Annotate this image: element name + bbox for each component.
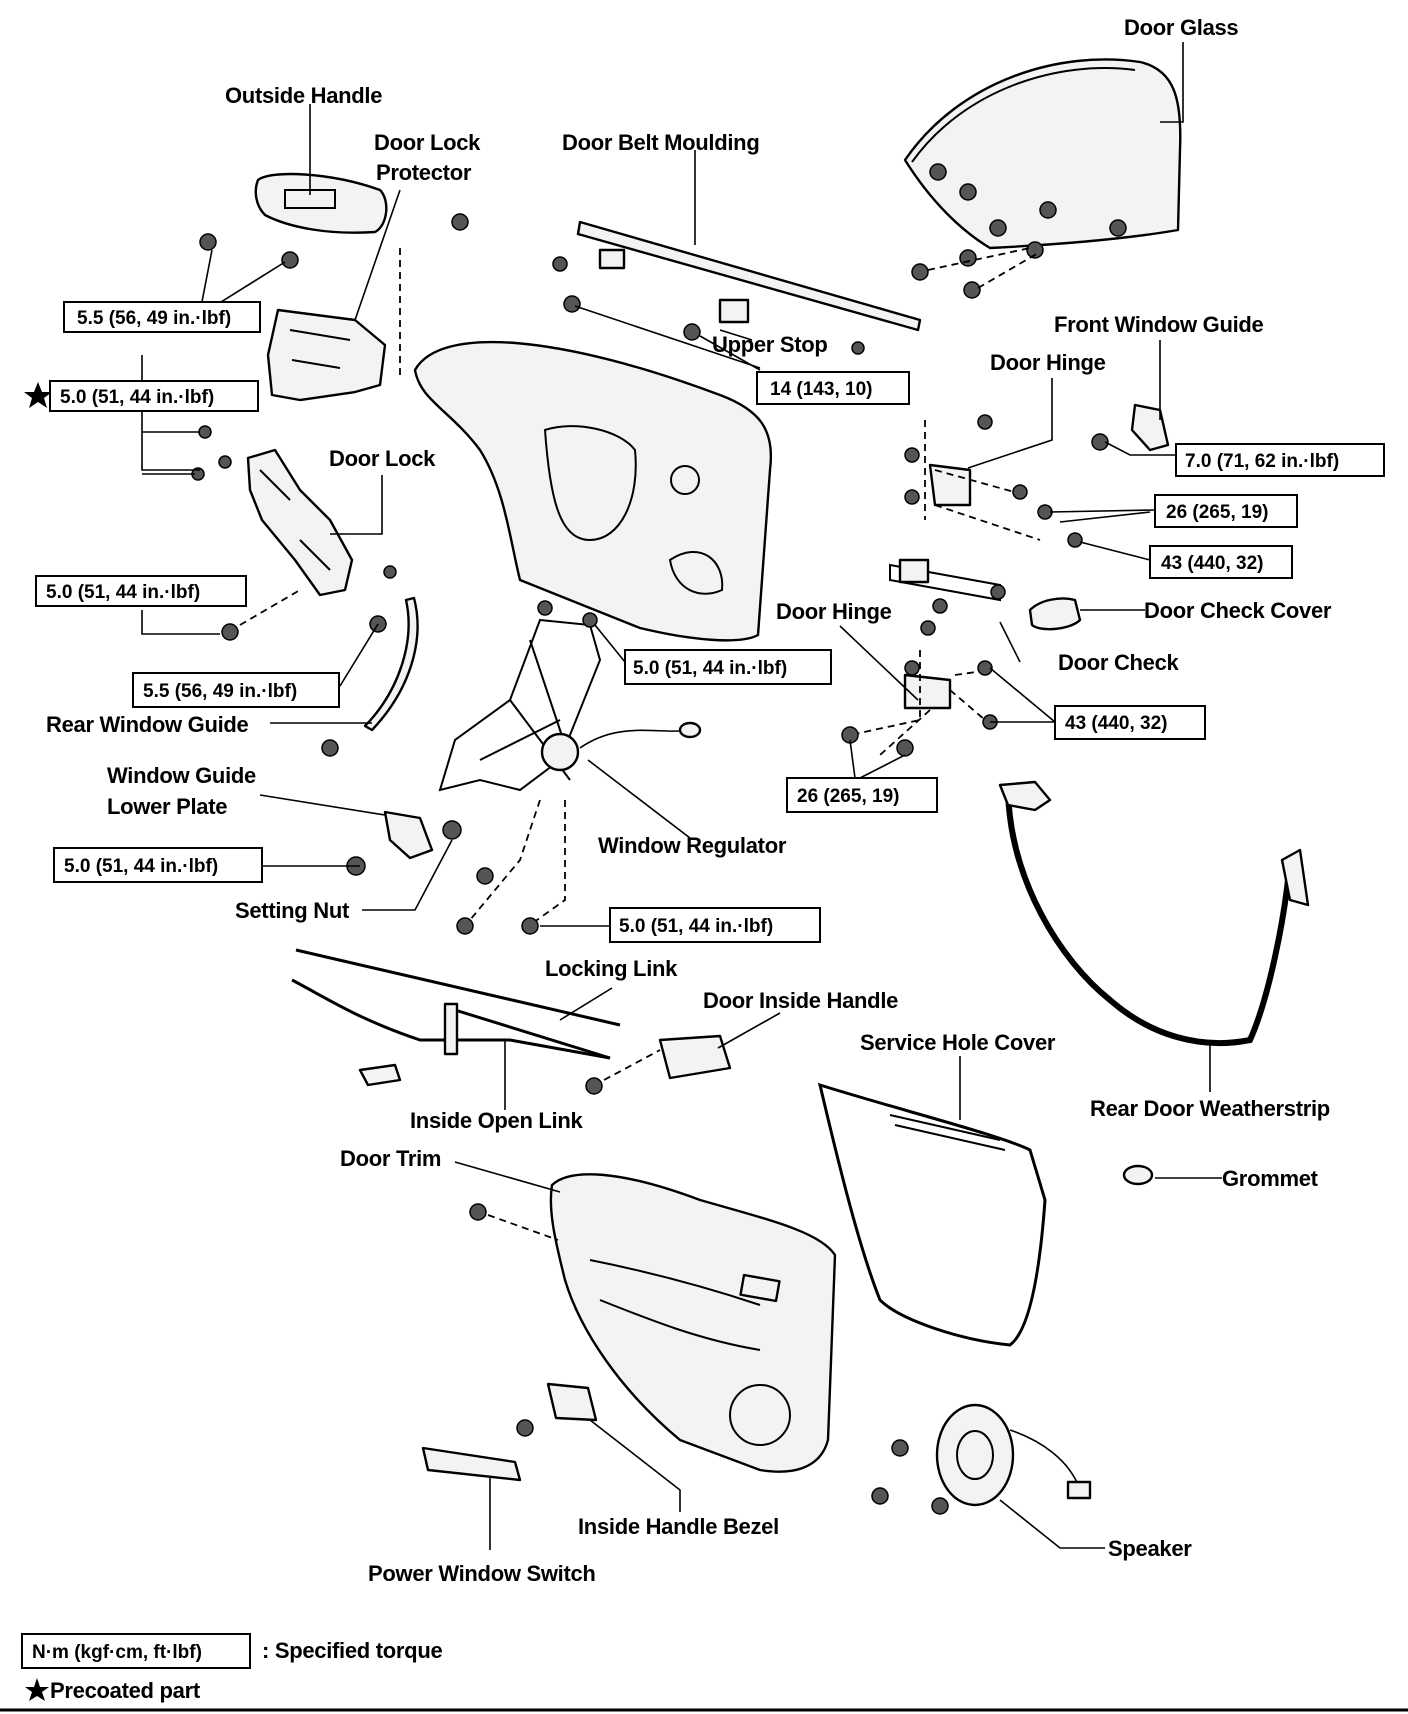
label-door-belt-moulding: Door Belt Moulding [562,130,759,155]
label-setting-nut: Setting Nut [235,898,350,923]
label-window-guide-lower-plate-1: Window Guide [107,763,256,788]
rear-window-guide-part [321,565,419,757]
door-lock-part [191,425,354,641]
label-door-lock: Door Lock [329,446,436,471]
door-glass-part [903,58,1182,250]
door-lock-protector-part [266,213,469,402]
label-locking-link: Locking Link [545,956,678,981]
inside-handle-bezel-part [516,1382,598,1437]
label-speaker: Speaker [1108,1536,1192,1561]
door-inside-handle-part [585,1034,732,1095]
torque-regulator-bottom: 5.0 (51, 44 in.·lbf) [619,916,773,937]
torque-rear-window-guide: 5.5 (56, 49 in.·lbf) [143,681,297,702]
part-labels: Door Glass Outside Handle Door Lock Prot… [46,15,1332,1586]
legend: N·m (kgf·cm, ft·lbf) : Specified torque … [21,1633,443,1703]
legend-unit-desc: : Specified torque [262,1638,442,1663]
torque-hinge-lower-body: 26 (265, 19) [797,786,899,807]
outside-handle-part [199,172,388,269]
torque-regulator-top: 5.0 (51, 44 in.·lbf) [633,658,787,679]
label-window-regulator: Window Regulator [598,833,787,858]
torque-outside-handle: 5.5 (56, 49 in.·lbf) [77,308,231,329]
label-door-lock-protector-2: Protector [376,160,472,185]
grommet-part [1122,1164,1154,1186]
label-door-check: Door Check [1058,650,1180,675]
label-door-lock-protector-1: Door Lock [374,130,481,155]
door-panel-part [413,340,773,642]
torque-hinge-upper-body: 26 (265, 19) [1166,502,1268,523]
label-service-hole-cover: Service Hole Cover [860,1030,1056,1055]
label-door-hinge-upper: Door Hinge [990,350,1106,375]
label-front-window-guide: Front Window Guide [1054,312,1264,337]
label-door-inside-handle: Door Inside Handle [703,988,898,1013]
label-inside-open-link: Inside Open Link [410,1108,584,1133]
legend-star [25,1678,49,1701]
torque-lower-plate: 5.0 (51, 44 in.·lbf) [64,856,218,877]
rear-door-weatherstrip-part [998,780,1310,1046]
label-rear-window-guide: Rear Window Guide [46,712,249,737]
service-hole-cover-part [817,1082,1047,1347]
label-door-trim: Door Trim [340,1146,441,1171]
glass-bolts [911,163,1127,299]
legend-unit: N·m (kgf·cm, ft·lbf) [32,1642,202,1663]
label-power-window-switch: Power Window Switch [368,1561,596,1586]
torque-hinge-lower-door: 43 (440, 32) [1065,713,1167,734]
label-upper-stop: Upper Stop [712,332,828,357]
speaker-part [871,1403,1092,1515]
label-window-guide-lower-plate-2: Lower Plate [107,794,227,819]
torque-door-lock-protector: 5.0 (51, 44 in.·lbf) [60,387,214,408]
leader-lines [141,42,1222,1550]
window-regulator-part [438,600,702,935]
door-trim-part [469,1173,837,1473]
label-grommet: Grommet [1222,1166,1319,1191]
front-window-guide-part [1091,403,1170,452]
door-hinge-upper-part [904,414,1083,548]
label-rear-door-weatherstrip: Rear Door Weatherstrip [1090,1096,1330,1121]
torque-front-window-guide: 7.0 (71, 62 in.·lbf) [1185,451,1339,472]
door-hinge-lower-part [841,650,998,757]
torque-door-belt: 14 (143, 10) [770,379,872,400]
label-door-glass: Door Glass [1124,15,1238,40]
label-door-hinge-lower: Door Hinge [776,599,892,624]
linkage-parts [291,948,621,1087]
power-window-switch-part [421,1446,522,1482]
precoated-star [24,382,52,408]
window-guide-lower-plate-part [346,810,462,876]
label-door-check-cover: Door Check Cover [1144,598,1332,623]
legend-precoated: Precoated part [50,1678,201,1703]
torque-door-lock: 5.0 (51, 44 in.·lbf) [46,582,200,603]
door-check-part [889,558,1082,636]
door-belt-moulding-part [552,220,922,355]
torque-specs: 5.5 (56, 49 in.·lbf) 5.0 (51, 44 in.·lbf… [24,301,1385,943]
label-outside-handle: Outside Handle [225,83,382,108]
torque-hinge-upper-door: 43 (440, 32) [1161,553,1263,574]
label-inside-handle-bezel: Inside Handle Bezel [578,1514,779,1539]
